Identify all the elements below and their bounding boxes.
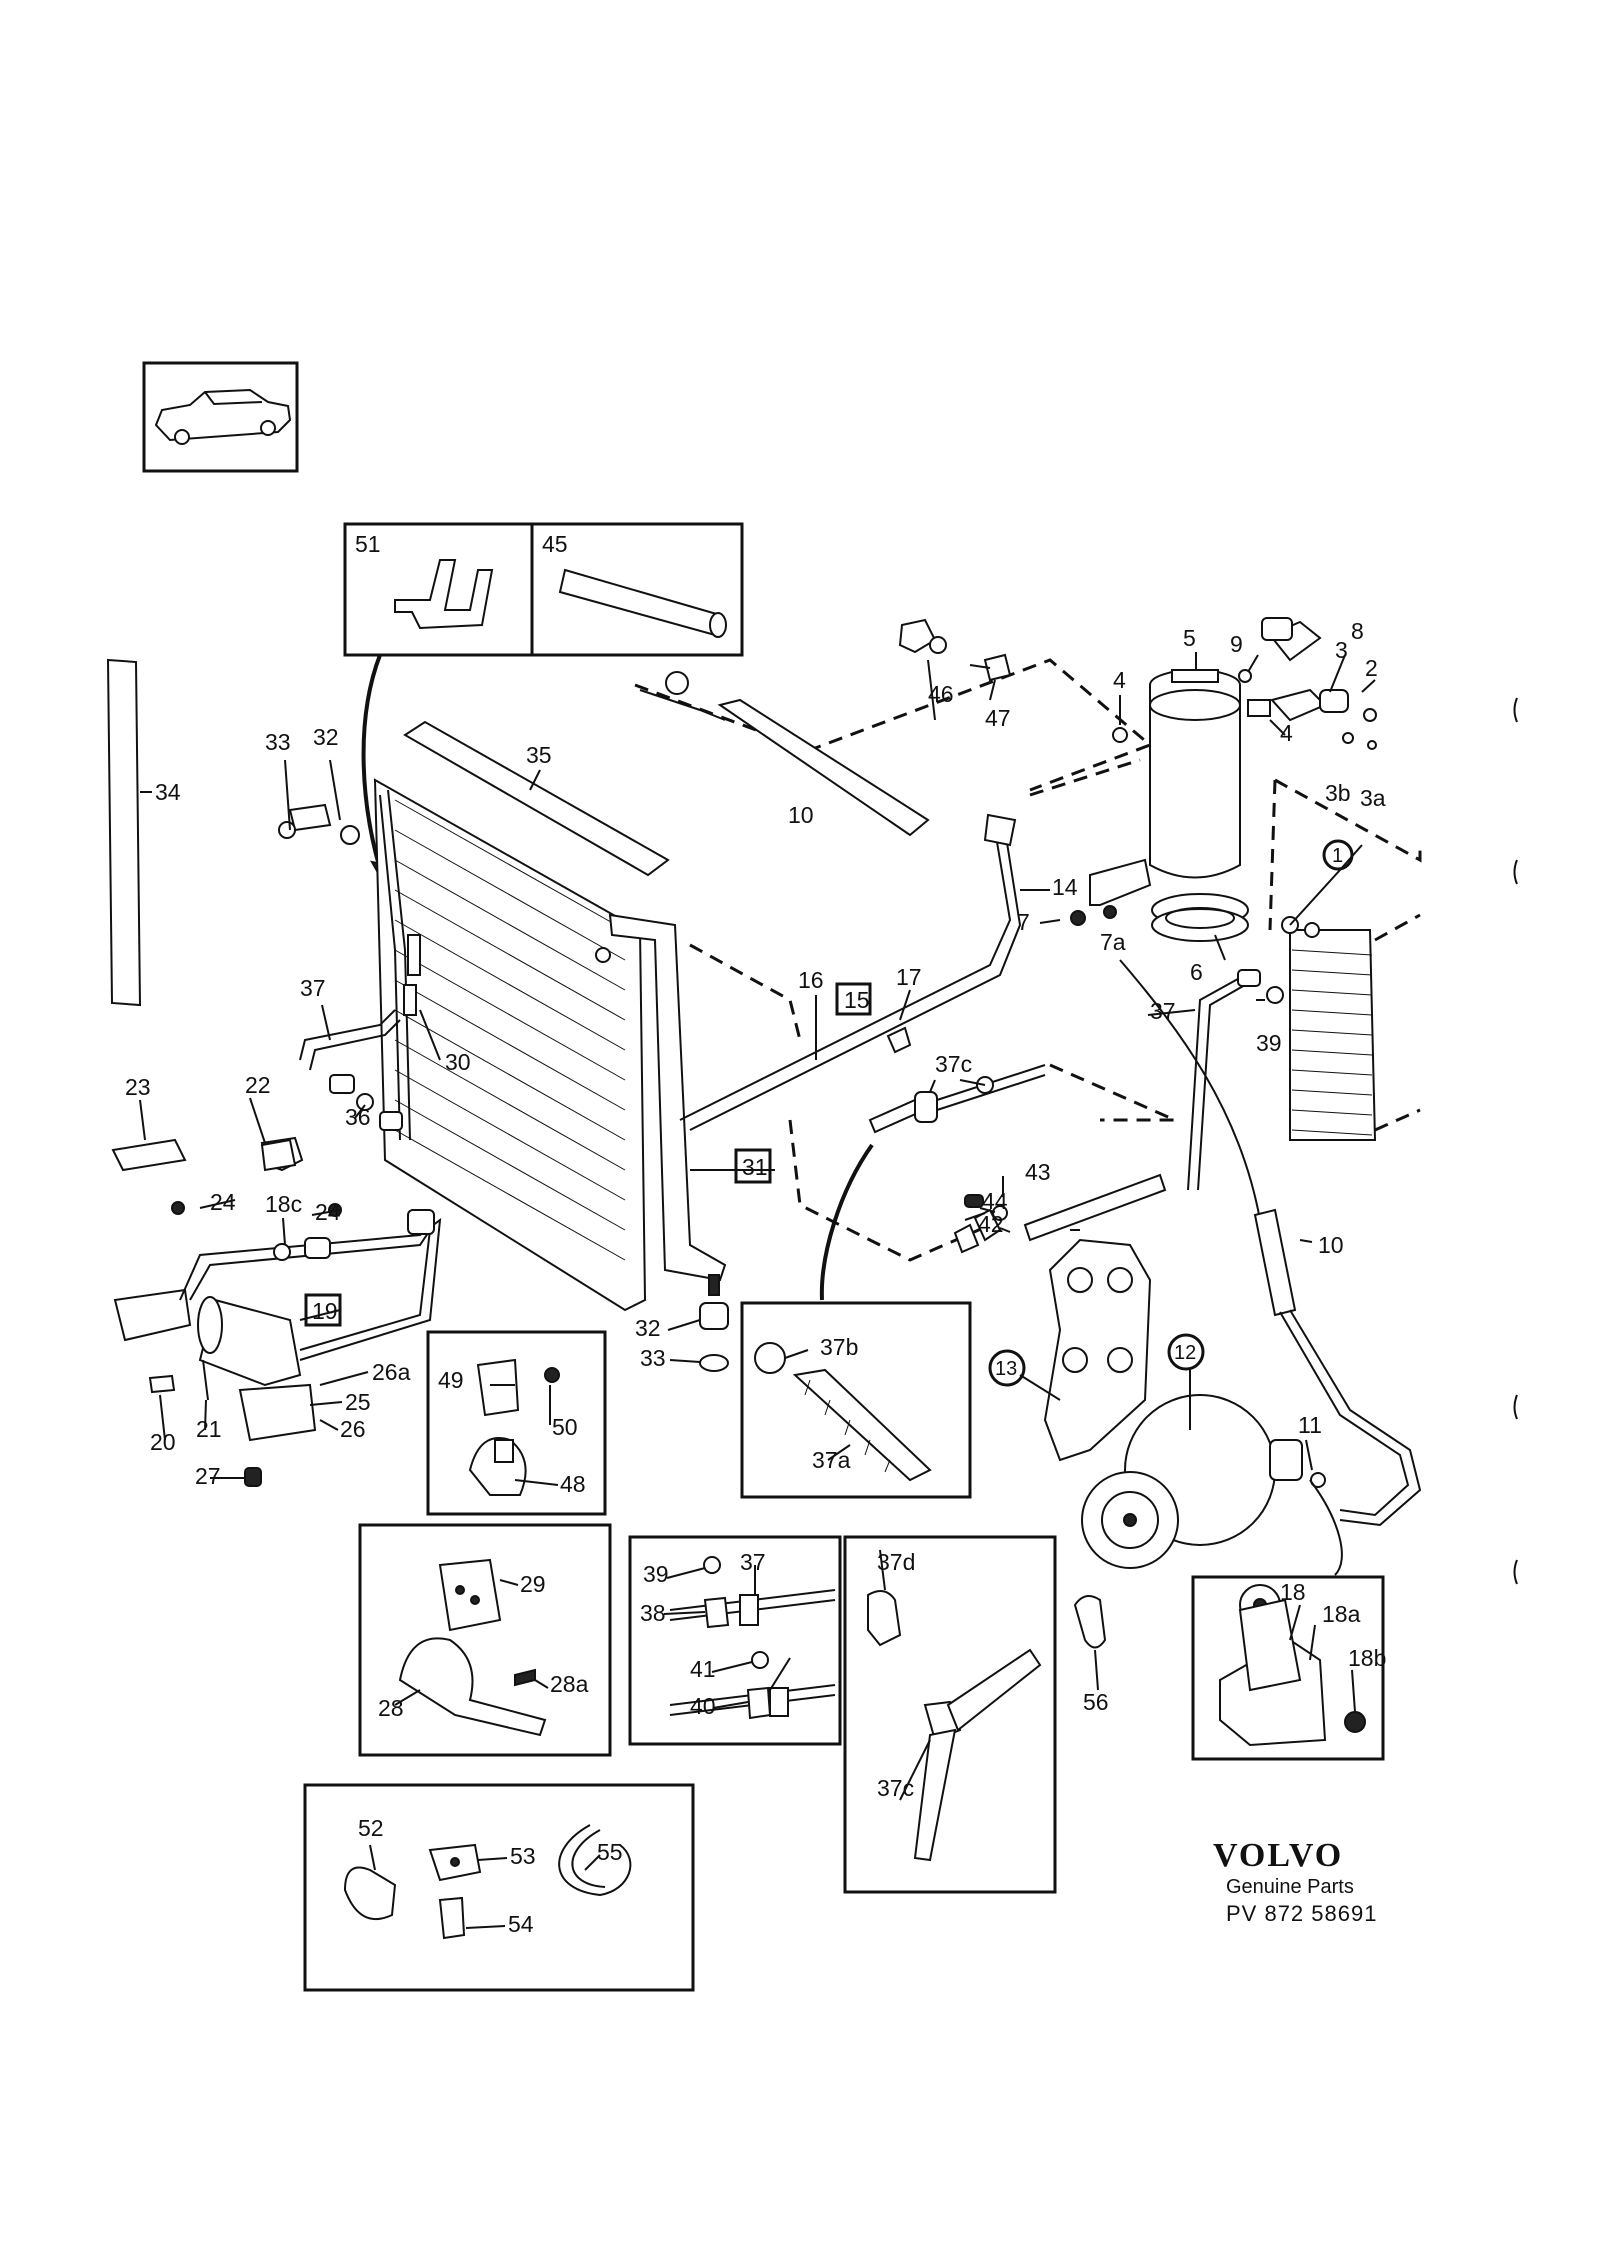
brand-block: VOLVO Genuine Parts PV 872 58691 (1213, 1837, 1377, 1926)
callout-6: 6 (1190, 959, 1203, 985)
callout-26a: 26a (372, 1359, 411, 1385)
callout-9: 9 (1230, 631, 1243, 657)
callout-27: 27 (195, 1463, 221, 1489)
callout-49: 49 (438, 1367, 464, 1393)
callout-11: 11 (1298, 1412, 1322, 1438)
part-reference: PV 872 58691 (1226, 1901, 1377, 1926)
car-silhouette-icon (154, 388, 292, 445)
inset-title-51: 51 (355, 531, 381, 557)
circled-callout-1: 1 (1332, 845, 1343, 867)
callout-22: 22 (245, 1072, 271, 1098)
inset-18-bracket (1191, 1575, 1385, 1761)
seal-strip-35 (403, 720, 670, 877)
car-thumbnail (142, 361, 299, 473)
callout-14: 14 (1052, 874, 1078, 900)
inset-clips-38-40 (628, 1535, 842, 1746)
callout-52: 52 (358, 1815, 384, 1841)
callout-37c-inset: 37 (740, 1549, 766, 1575)
inset-title-45: 45 (542, 531, 568, 557)
callout-39a: 39 (643, 1561, 669, 1587)
callout-18: 18 (1280, 1579, 1306, 1605)
callout-34: 34 (155, 779, 181, 805)
clip-56 (1073, 1595, 1107, 1649)
callout-33a: 33 (265, 729, 291, 755)
callout-37b: 37 (1150, 998, 1176, 1024)
inset-51-45: 51 45 (343, 522, 744, 657)
callout-39b: 39 (1256, 1030, 1282, 1056)
callout-26: 26 (340, 1416, 366, 1442)
volvo-logo: VOLVO (1213, 1837, 1343, 1874)
callout-8: 8 (1351, 618, 1364, 644)
inset-37a-37b (740, 1301, 972, 1499)
callout-28: 28 (378, 1695, 404, 1721)
callout-55: 55 (597, 1839, 623, 1865)
callout-38: 38 (640, 1600, 666, 1626)
callout-18c: 18c (265, 1191, 302, 1217)
compressor-12 (1043, 1238, 1303, 1569)
callout-37a-label: 37a (812, 1447, 851, 1473)
callout-3: 3 (1335, 637, 1348, 663)
callout-30: 30 (445, 1049, 471, 1075)
callout-18b: 18b (1348, 1645, 1386, 1671)
callout-54: 54 (508, 1911, 534, 1937)
callout-36: 36 (345, 1104, 371, 1130)
callout-42: 42 (978, 1211, 1004, 1237)
callout-53: 53 (510, 1843, 536, 1869)
callout-32b: 32 (635, 1315, 661, 1341)
callout-labels: 15 19 31 1 12 13 1 2 3 3a 3b 4 4 5 6 7 7… (125, 618, 1386, 1937)
drier-19-assembly (111, 1136, 442, 1487)
callout-10b: 10 (1318, 1232, 1344, 1258)
callout-7: 7 (1017, 909, 1030, 935)
margin-marks (1513, 697, 1518, 1585)
callout-37a: 37 (300, 975, 326, 1001)
boxed-callout-31: 31 (742, 1154, 768, 1180)
callout-47: 47 (985, 705, 1011, 731)
callout-29: 29 (520, 1571, 546, 1597)
circled-callout-12: 12 (1174, 1342, 1196, 1364)
brand-subtitle: Genuine Parts (1226, 1876, 1354, 1898)
inset-52-55 (303, 1783, 695, 1992)
boxed-callout-15: 15 (844, 987, 870, 1013)
callout-5: 5 (1183, 625, 1196, 651)
callout-40: 40 (690, 1693, 716, 1719)
callout-20: 20 (150, 1429, 176, 1455)
callout-18a: 18a (1322, 1601, 1361, 1627)
callout-32a: 32 (313, 724, 339, 750)
inset-37c-37d (843, 1535, 1057, 1894)
inset-28-29 (358, 1523, 612, 1757)
callout-4b: 4 (1280, 720, 1293, 746)
condenser (373, 778, 727, 1312)
callout-37c-lower: 37c (877, 1775, 914, 1801)
callout-37c-upper: 37c (935, 1051, 972, 1077)
callout-33b: 33 (640, 1345, 666, 1371)
inset-48-50 (426, 1330, 607, 1516)
callout-35: 35 (526, 742, 552, 768)
callout-16: 16 (798, 967, 824, 993)
hose-10-upper (639, 671, 930, 837)
callout-3a: 3a (1360, 785, 1386, 811)
callout-48: 48 (560, 1471, 586, 1497)
seal-strip-34 (106, 658, 152, 1007)
receiver-drier-5 (1070, 669, 1249, 942)
callout-7a: 7a (1100, 929, 1126, 955)
callout-43: 43 (1025, 1159, 1051, 1185)
callout-3b: 3b (1325, 780, 1351, 806)
callout-17: 17 (896, 964, 922, 990)
callout-21: 21 (196, 1416, 222, 1442)
callout-50: 50 (552, 1414, 578, 1440)
callout-56: 56 (1083, 1689, 1109, 1715)
evaporator-coil (1281, 913, 1421, 1141)
callout-28a: 28a (550, 1671, 589, 1697)
callout-10a: 10 (788, 802, 814, 828)
callout-23: 23 (125, 1074, 151, 1100)
callout-2: 2 (1365, 655, 1378, 681)
callout-4a: 4 (1113, 667, 1126, 693)
callout-37b-label: 37b (820, 1334, 858, 1360)
callout-41: 41 (690, 1656, 716, 1682)
circled-callout-13: 13 (995, 1358, 1017, 1380)
callout-25: 25 (345, 1389, 371, 1415)
